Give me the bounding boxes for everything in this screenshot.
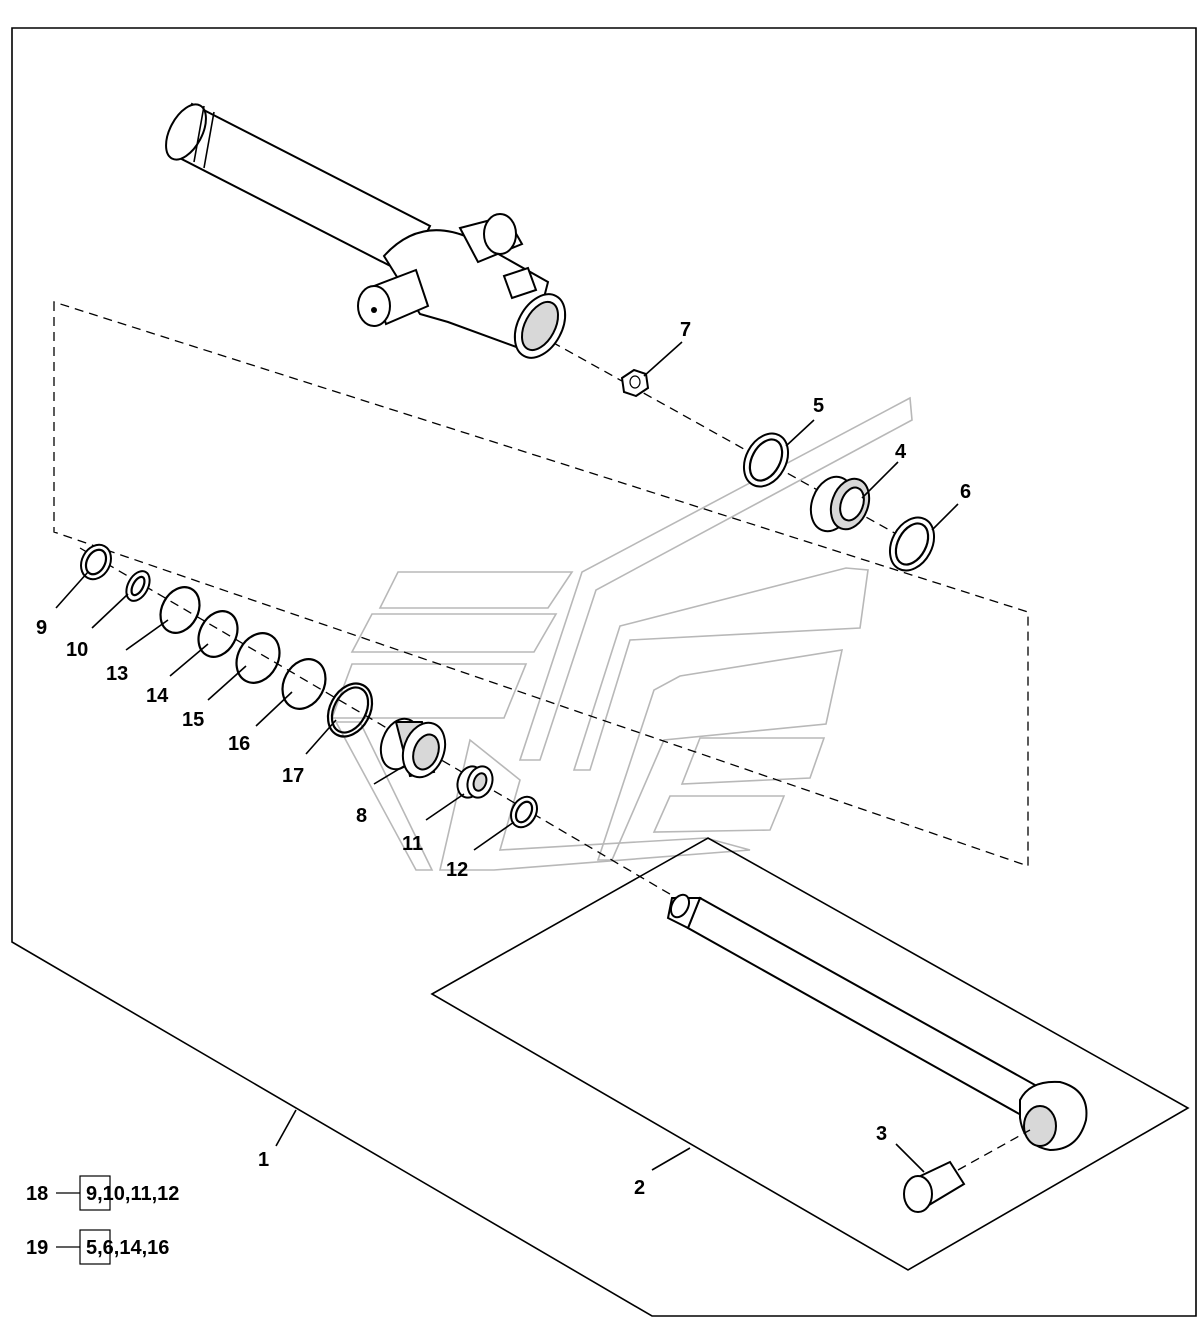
label-7: 7 [680,319,691,341]
seal-rings [80,543,374,738]
piston-8 [379,717,447,779]
guide-4 [809,475,871,533]
kit-number-19: 19 [26,1237,48,1259]
label-13: 13 [106,663,128,685]
label-10: 10 [66,639,88,661]
label-4: 4 [895,441,907,463]
label-1: 1 [258,1149,269,1171]
ring-5 [742,432,790,488]
label-17: 17 [282,765,304,787]
nut-7 [620,368,650,398]
piston-rod [666,893,1088,1152]
label-6: 6 [960,481,971,503]
rod-frame [430,837,1190,1271]
label-5: 5 [813,395,824,417]
kit-number-18: 18 [26,1183,48,1205]
label-2: 2 [634,1177,645,1199]
label-9: 9 [36,617,47,639]
frame-outline [11,27,1197,1317]
label-8: 8 [356,805,367,827]
kit-parts-19: 5,6,14,16 [86,1237,169,1259]
assembly-axis [79,341,901,901]
kit-frame-dashed [53,301,1029,867]
label-16: 16 [228,733,250,755]
ring-12 [510,795,538,829]
label-15: 15 [182,709,204,731]
ring-6 [888,516,936,572]
label-3: 3 [876,1123,887,1145]
bushing-3 [903,1129,1031,1213]
cylinder-barrel [165,102,567,359]
label-11: 11 [402,833,423,855]
kit-legend: 18 9,10,11,12 19 5,6,14,16 [26,1175,179,1265]
leader-lines [55,341,959,1173]
label-14: 14 [146,685,169,707]
bushing-11 [456,765,494,799]
label-12: 12 [446,859,468,881]
watermark-logo [330,396,913,871]
kit-parts-18: 9,10,11,12 [86,1183,179,1205]
